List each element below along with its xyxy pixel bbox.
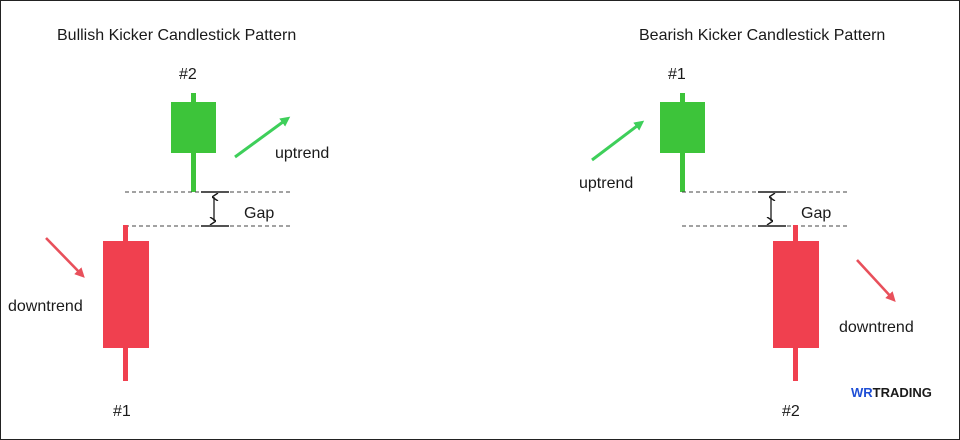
uptrend-arrow-icon [591, 120, 645, 162]
green-candle-body [171, 102, 216, 153]
bullish-downtrend-label: downtrend [8, 298, 83, 315]
bearish-candle-top-label: #1 [668, 66, 686, 83]
bullish-candle-green [171, 93, 216, 192]
bullish-candle-bottom-label: #1 [113, 403, 131, 420]
bearish-candle-green [660, 93, 705, 192]
bullish-gap-label: Gap [244, 205, 274, 222]
bullish-kicker-panel: Bullish Kicker Candlestick Pattern #2 up… [8, 27, 329, 420]
svg-text:WRTRADING: WRTRADING [851, 385, 932, 400]
logo-mark: WR [851, 385, 873, 400]
bearish-candle-bottom-label: #2 [782, 403, 800, 420]
green-candle-body [660, 102, 705, 153]
bullish-uptrend-label: uptrend [275, 145, 329, 162]
downtrend-arrow-icon [856, 259, 896, 302]
wr-trading-logo: WRTRADING [851, 385, 932, 400]
bearish-kicker-panel: Bearish Kicker Candlestick Pattern #1 up… [579, 27, 932, 420]
uptrend-arrow-icon [234, 116, 291, 159]
bullish-candle-top-label: #2 [179, 66, 197, 83]
bearish-gap-label: Gap [801, 205, 831, 222]
downtrend-arrow-icon [45, 237, 85, 278]
bearish-candle-red [773, 225, 819, 381]
bearish-uptrend-label: uptrend [579, 175, 633, 192]
bullish-title: Bullish Kicker Candlestick Pattern [57, 27, 296, 44]
logo-text: TRADING [873, 385, 932, 400]
bullish-candle-red [103, 225, 149, 381]
red-candle-body [103, 241, 149, 348]
bearish-title: Bearish Kicker Candlestick Pattern [639, 27, 885, 44]
bearish-downtrend-label: downtrend [839, 319, 914, 336]
red-candle-body [773, 241, 819, 348]
